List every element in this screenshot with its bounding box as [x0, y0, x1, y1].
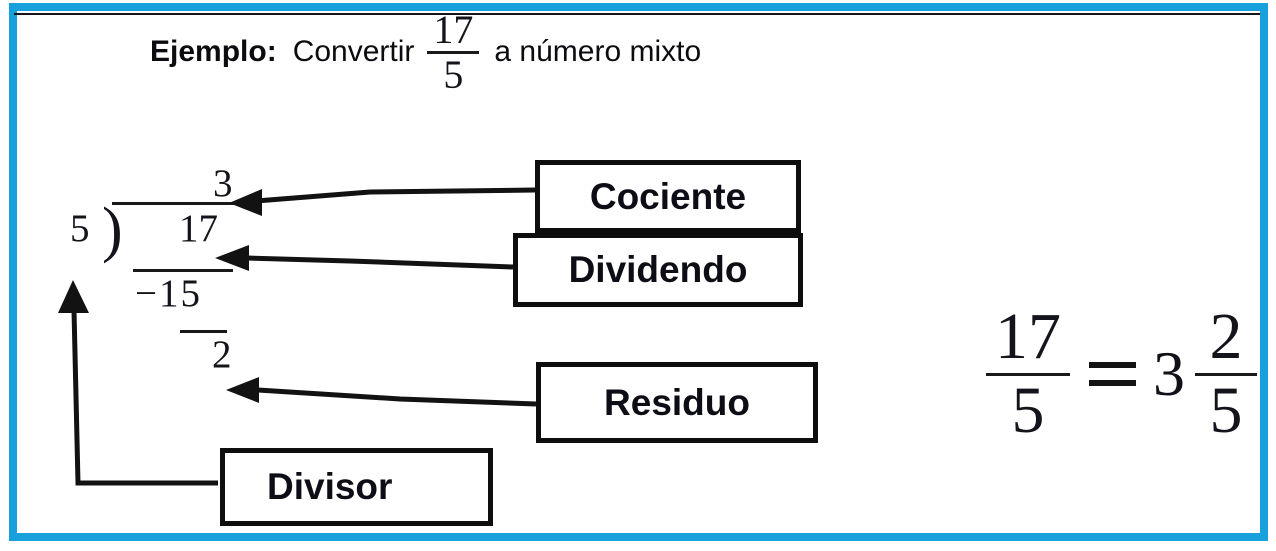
improper-fraction-bar: [986, 372, 1070, 376]
title-fraction-numerator: 17: [433, 6, 474, 52]
title-fraction: 17 5: [427, 6, 480, 97]
improper-fraction: 17 5: [986, 300, 1070, 447]
result-equation: 17 5 3 2 5: [986, 300, 1257, 447]
mixed-fraction-denominator: 5: [1209, 373, 1243, 447]
title-suffix: a número mixto: [494, 35, 702, 68]
mixed-fraction-bar: [1195, 372, 1257, 376]
example-title: Ejemplo: Convertir 17 5 a número mixto: [150, 6, 702, 97]
division-subtraction: −15: [135, 272, 202, 315]
divisor-label: Divisor: [267, 466, 393, 507]
dividendo-box: Dividendo: [513, 233, 803, 307]
mixed-number-fraction: 2 5: [1195, 300, 1257, 447]
title-verb: Convertir: [292, 35, 415, 68]
title-fraction-bar: [427, 50, 480, 54]
division-bar-middle: [133, 269, 233, 272]
division-divisor: 5: [70, 207, 90, 250]
equals-sign: [1089, 362, 1136, 387]
division-remainder: 2: [212, 333, 232, 376]
division-quotient: 3: [213, 162, 233, 205]
division-dividend: 17: [179, 207, 218, 250]
outer-blue-frame: [9, 3, 1268, 541]
cociente-box: Cociente: [535, 160, 801, 233]
dividendo-label: Dividendo: [568, 249, 748, 290]
mixed-fraction-numerator: 2: [1209, 300, 1243, 373]
division-bracket: ): [102, 196, 123, 264]
inner-top-rule: [14, 13, 1260, 15]
cociente-label: Cociente: [589, 175, 747, 217]
residuo-label: Residuo: [604, 381, 750, 423]
divisor-box: Divisor: [220, 448, 493, 526]
title-fraction-denominator: 5: [443, 51, 464, 97]
improper-fraction-denominator: 5: [1011, 373, 1045, 447]
mixed-number-whole: 3: [1153, 338, 1185, 410]
improper-fraction-numerator: 17: [995, 300, 1061, 373]
division-bar-top: [112, 202, 243, 205]
title-label: Ejemplo:: [150, 35, 277, 68]
residuo-box: Residuo: [536, 362, 818, 443]
